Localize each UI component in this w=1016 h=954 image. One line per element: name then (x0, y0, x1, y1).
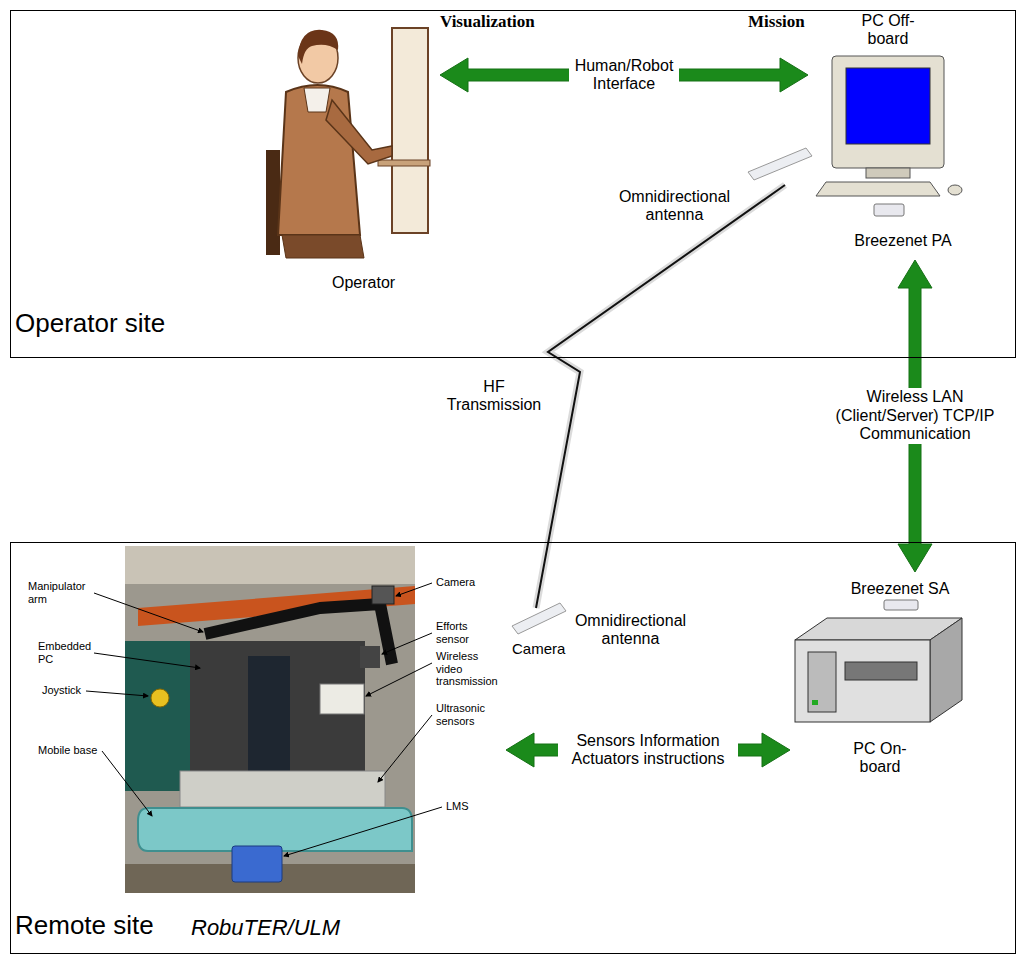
transmission-label: HF Transmission (440, 378, 548, 415)
leader-line (94, 593, 203, 632)
leader-line (382, 633, 432, 654)
robot-photo (125, 546, 415, 893)
node-label: Breezenet SA (830, 580, 970, 598)
antenna-icon (512, 148, 812, 634)
leader-line (378, 715, 432, 782)
robot-photo (190, 641, 365, 776)
antenna-label: Omnidirectional antenna (568, 612, 693, 649)
onboard-pc-icon (930, 618, 962, 722)
operator-figure (278, 85, 360, 235)
computer-icon (866, 168, 910, 178)
callout-label: Wireless video transmission (436, 650, 502, 688)
edge-label: Sensors Information Actuators instructio… (558, 732, 738, 769)
onboard-pc-icon (795, 600, 962, 722)
callout-label: LMS (446, 800, 502, 813)
operator-figure (282, 235, 364, 258)
robot-photo (372, 586, 394, 604)
hf-transmission-bolt (536, 185, 785, 608)
callout-label: Joystick (42, 684, 106, 697)
callout-label: Efforts sensor (436, 620, 502, 645)
computer-icon (832, 56, 944, 168)
computer-icon (874, 204, 904, 216)
computer-icon (846, 68, 930, 144)
site-region: Operator site Operator PC Off-boardBreezen… (10, 10, 1016, 358)
computer-icon (816, 56, 962, 216)
robot-photo-node: Manipulator armEmbedded PC JoystickMobile… (20, 546, 506, 898)
robot-photo (180, 771, 385, 807)
hf-transmission-bolt (536, 185, 785, 608)
leader-line (396, 583, 432, 596)
region-title: Operator site (15, 309, 165, 339)
node-label: PC Off-board (843, 12, 933, 49)
onboard-pc-icon (808, 652, 836, 712)
operator-figure (266, 28, 430, 258)
robot-photo (232, 846, 282, 882)
computer-node: PC Off-boardBreezenet PA (808, 12, 992, 260)
operator-figure (304, 88, 330, 112)
site-region: Remote site RobuTER/ULM Manipulator armEmb… (10, 542, 1016, 954)
leader-line (284, 807, 442, 856)
callout-label: Embedded PC (38, 640, 102, 665)
robot-photo (86, 546, 442, 893)
mission-label: Visualization (440, 12, 535, 32)
callout-label: Mobile base (38, 744, 108, 757)
leader-line (86, 691, 148, 696)
callout-label: Manipulator arm (28, 580, 92, 605)
leader-line (366, 663, 432, 696)
computer-icon (816, 182, 940, 196)
hf-transmission-bolt (536, 185, 785, 608)
callout-label: Ultrasonic sensors (436, 702, 502, 727)
node-label: PC On-board (835, 740, 925, 777)
robot-photo (125, 546, 415, 584)
region-title: Remote site (15, 911, 154, 941)
callout-label: Camera (436, 576, 502, 589)
camera-label: Camera (512, 640, 565, 657)
robot-photo (320, 684, 364, 714)
node-label: Breezenet PA (828, 232, 978, 250)
leader-line (102, 751, 152, 816)
robot-photo (248, 656, 290, 771)
edge-label: Wireless LAN (Client/Server) TCP/IP Comm… (820, 388, 1010, 443)
operator-figure (392, 28, 428, 233)
robot-photo (125, 641, 190, 791)
computer-icon (948, 185, 962, 195)
onboard-pc-icon (795, 640, 930, 722)
leader-line (86, 583, 442, 856)
antenna-icon (748, 148, 812, 180)
antenna-label: Omnidirectional antenna (612, 188, 737, 225)
robot-photo (151, 689, 169, 707)
leader-line (94, 653, 200, 668)
robot-photo (360, 646, 380, 668)
operator-figure (378, 160, 430, 166)
operator-figure (326, 100, 392, 164)
onboard-pc-icon (884, 600, 918, 610)
operator-figure (266, 150, 280, 255)
mission-label: Mission (748, 12, 805, 32)
edge-label: Human/Robot Interface (569, 57, 679, 94)
computer-node: Breezenet SA PC On-board (790, 572, 980, 784)
onboard-pc-icon (845, 662, 917, 680)
operator-figure (298, 30, 338, 64)
operator-node: Operator (262, 16, 440, 298)
node-label: Operator (332, 274, 395, 292)
region-subtitle: RobuTER/ULM (191, 915, 340, 940)
onboard-pc-icon (812, 700, 818, 705)
